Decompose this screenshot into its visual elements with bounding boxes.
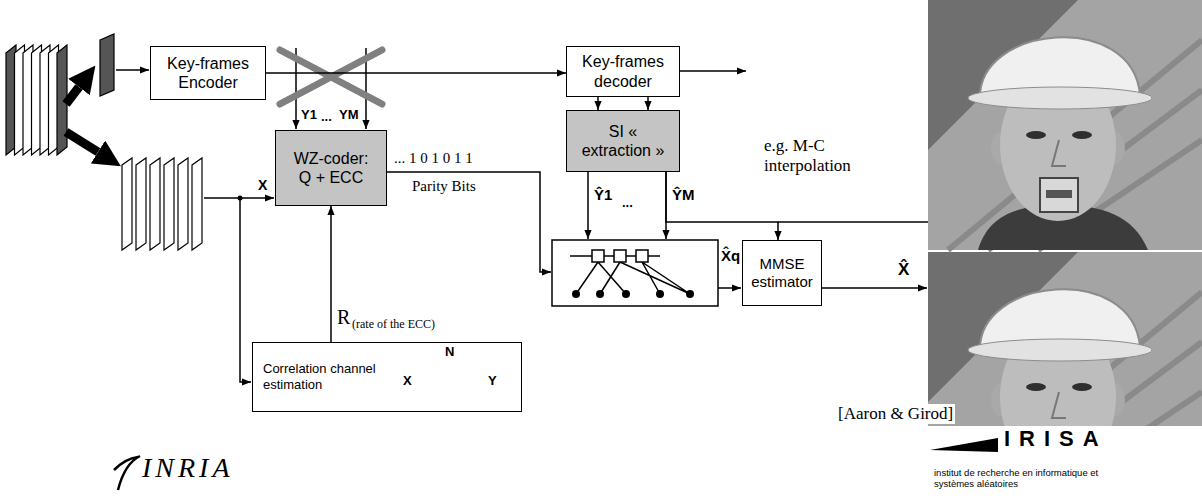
citation: [Aaron & Girod] [836, 404, 955, 424]
wz-coder-box: WZ-coder: Q + ECC [275, 130, 387, 206]
node-label: SI « extraction » [575, 122, 671, 160]
ecc-decoder-box [552, 240, 718, 306]
mmse-box: MMSE estimator [742, 240, 822, 306]
trellis-register [614, 250, 626, 262]
node-label: MMSE estimator [750, 255, 814, 291]
wz-frame [192, 158, 202, 250]
connector-arrow [266, 72, 566, 74]
trellis-register [636, 250, 648, 262]
node-label: Correlation channel estimation [263, 361, 395, 392]
junction-dot [238, 196, 243, 201]
key-frame [100, 34, 114, 96]
cross-out [280, 50, 382, 104]
signal-name: X̂q [721, 247, 740, 264]
ellipsis: ... [622, 196, 633, 211]
node-label: WZ-coder: Q + ECC [288, 149, 374, 187]
rate-caption: (rate of the ECC) [352, 318, 435, 332]
signal-name: Ŷ1 [594, 186, 612, 203]
connector-arrow [647, 97, 649, 110]
trellis-dot [596, 290, 604, 298]
rate-symbol: R [337, 306, 350, 329]
bit-stream: ... 1 0 1 0 1 1 [394, 150, 473, 167]
trellis-symbol [570, 250, 690, 294]
split-arrow [66, 132, 98, 152]
trellis-dot [656, 290, 664, 298]
wz-frame [136, 158, 146, 250]
node-label: Key-frames decoder [577, 52, 669, 90]
wz-frame [150, 158, 160, 250]
si-extraction-box: SI « extraction » [566, 110, 680, 172]
connector-arrow [666, 172, 778, 240]
split-arrow [66, 87, 79, 104]
logo-text: INRIA [142, 452, 234, 484]
irisa-wedge [930, 438, 998, 452]
side-info-photo [928, 0, 1202, 250]
parity-arrow [387, 172, 551, 272]
signal-arrow [718, 287, 741, 289]
node-label: Key-frames Encoder [162, 54, 254, 92]
connectors [266, 73, 778, 342]
wz-frame [164, 158, 174, 250]
trellis-line [576, 262, 690, 294]
encoder-box: Key-frames Encoder [150, 46, 266, 100]
ellipsis: ... [321, 110, 332, 125]
correlation-box: Correlation channel estimation [252, 342, 522, 412]
signal-arrow [587, 172, 589, 239]
signal-name: YM [339, 108, 359, 123]
inria-swoosh [114, 456, 140, 490]
signal-arrow [116, 69, 149, 71]
trellis-register [592, 250, 604, 262]
trellis-dot [622, 290, 630, 298]
photo-artifact [1040, 178, 1078, 212]
photo-artifact [1046, 190, 1072, 198]
signal-caption: Parity Bits [412, 178, 476, 195]
signal-arrow [680, 70, 746, 72]
logo-text: IRISA [1004, 426, 1108, 451]
trellis-dot [572, 290, 580, 298]
signal-name: X [258, 177, 267, 193]
wz-frame [122, 158, 132, 250]
connector-arrow [597, 97, 599, 110]
signal-arrow [822, 287, 927, 289]
trellis-dot [686, 290, 694, 298]
signal-name: Y1 [301, 108, 317, 123]
connector-arrow [330, 206, 332, 342]
decoded-photo [928, 252, 1202, 502]
trellis-dots [572, 290, 694, 298]
logo-subtitle: institut de recherche en informatique et… [934, 468, 1124, 490]
signal-name: N [445, 345, 454, 360]
wz-frame [178, 158, 188, 250]
leader-line [778, 221, 928, 223]
signal-name: Y [488, 374, 497, 389]
signal-name: X [403, 374, 412, 389]
decoder-box: Key-frames decoder [566, 46, 680, 97]
signal-name: ŶM [672, 186, 695, 203]
signal-name: X̂ [898, 260, 909, 280]
signal-arrow [240, 198, 251, 382]
logo-ground [928, 426, 1202, 502]
note: e.g. M-C interpolation [762, 136, 862, 175]
